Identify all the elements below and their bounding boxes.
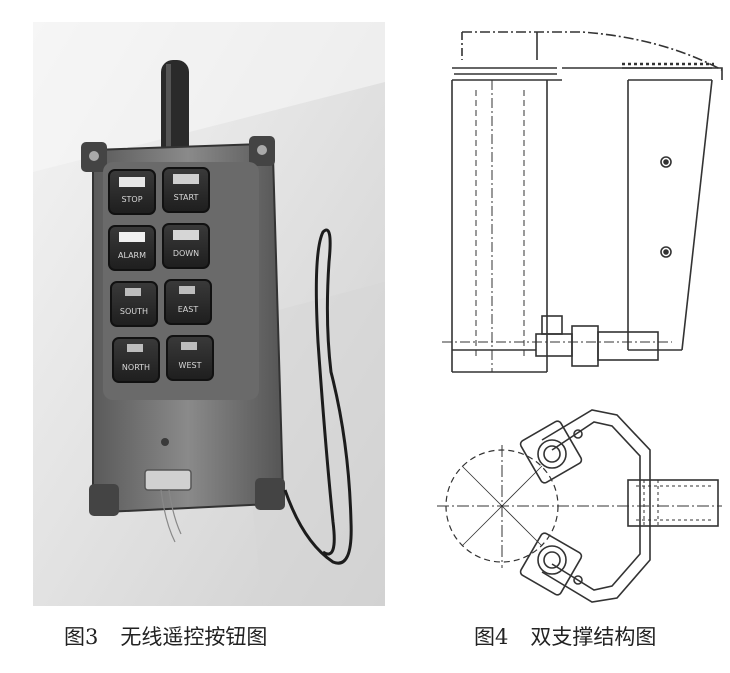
button-north-label: NORTH [122,363,150,372]
lanyard-strap [283,228,353,565]
figure-3-caption: 图3 无线遥控按钮图 [64,618,267,654]
figure-3-remote-photo: STOP START ALARM DOWN SOUTH EAST [33,22,385,606]
button-alarm: ALARM [108,225,156,271]
button-stop: STOP [108,169,156,215]
figure-4-title: 双支撑结构图 [530,625,657,649]
button-start: START [162,167,210,213]
plan-view [437,409,722,603]
figure-4-support-drawing [432,20,728,610]
button-start-label: START [174,193,199,202]
figure-3-title: 无线遥控按钮图 [120,625,268,649]
button-east: EAST [164,279,212,325]
button-west-label: WEST [179,361,202,370]
antenna [161,60,189,158]
cable-connector [144,469,192,491]
remote-control-illustration: STOP START ALARM DOWN SOUTH EAST [33,22,385,606]
figure-4-caption: 图4 双支撑结构图 [474,618,656,654]
indicator-led [161,438,169,446]
button-south-label: SOUTH [120,307,148,316]
bumper-bottom-right [255,478,285,510]
button-alarm-label: ALARM [118,251,146,260]
button-south: SOUTH [110,281,158,327]
button-down-label: DOWN [173,249,199,258]
button-west: WEST [166,335,214,381]
figure-3-number: 图3 [64,625,99,649]
support-structure-drawing [437,31,723,603]
button-east-label: EAST [178,305,199,314]
elevation-view [442,31,723,373]
button-north: NORTH [112,337,160,383]
figure-4-number: 图4 [474,625,509,649]
bumper-bottom-left [89,484,119,516]
button-stop-label: STOP [121,195,142,204]
button-down: DOWN [162,223,210,269]
